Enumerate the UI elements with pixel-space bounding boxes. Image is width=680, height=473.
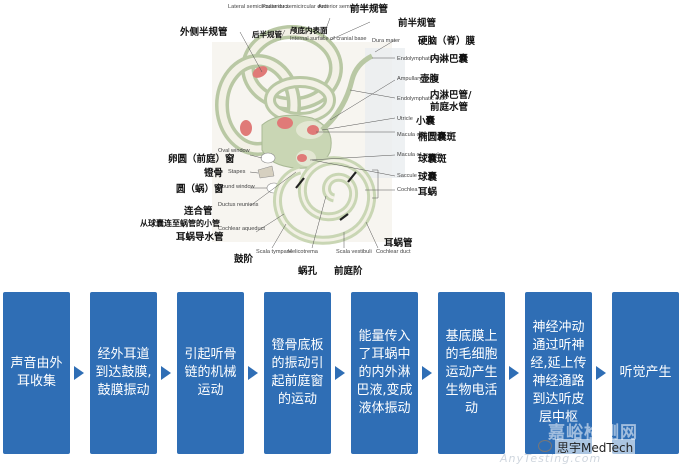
- step-7-box: 神经冲动通过听神经,延上传神经通路到达听皮层中枢: [525, 292, 592, 454]
- watermark-account: 思宇MedTech: [555, 439, 636, 456]
- label-en-anterior: Anterior semicircular duct: [318, 4, 382, 10]
- ampulla-2: [240, 120, 252, 136]
- ampulla-4: [307, 125, 319, 135]
- label-en-ampullary: Ampullary crests: [397, 76, 439, 82]
- label-cn-anterior-right: 前半规管: [398, 17, 437, 29]
- step-3-text: 引起听骨链的机械运动: [184, 347, 237, 398]
- label-en-cochlear-duct: Cochlear duct: [376, 249, 411, 255]
- step-3-box: 引起听骨链的机械运动: [177, 292, 244, 454]
- label-cn-oval: 卵圆（前庭）窗: [168, 153, 235, 165]
- label-en-scala-tympani: Scala tympani: [256, 249, 291, 255]
- chinese-labels: 外侧半规管 后半规管 颅底内表面 前半规管 前半规管 硬脑（脊）膜 内淋巴囊 壶…: [140, 3, 476, 277]
- step-4-text: 镫骨底板的振动引起前庭窗的运动: [271, 338, 324, 407]
- watermark-site: AnyTesting.com: [500, 452, 602, 465]
- label-en-stapes: Stapes: [228, 169, 246, 175]
- label-cn-macula-saccule: 球囊斑: [418, 153, 447, 165]
- label-cn-round: 圆（蜗）窗: [176, 183, 224, 195]
- label-en-dura: Dura mater: [372, 38, 400, 44]
- label-cn-endo-duct-1: 内淋巴管/: [430, 89, 472, 101]
- label-cn-saccule: 球囊: [418, 171, 438, 183]
- label-en-utricle: Utricle: [397, 116, 413, 122]
- label-cn-aqueduct: 耳蜗导水管: [176, 231, 224, 243]
- step-6-text: 基底膜上的毛细胞运动产生生物电活动: [445, 329, 498, 416]
- english-labels: Lateral semicircular duct Posterior semi…: [218, 4, 446, 255]
- arrow-2: [161, 366, 171, 380]
- label-cn-dura: 硬脑（脊）膜: [418, 35, 476, 47]
- watermark-cn: 嘉峪检测网: [548, 423, 638, 443]
- step-5-text: 能量传入了耳蜗中的内外淋巴液,变成液体振动: [356, 329, 413, 416]
- label-en-endo-sac: Endolymphatic sac: [397, 56, 444, 62]
- label-en-scala-vestibuli: Scala vestibuli: [336, 249, 372, 255]
- arrow-4: [335, 366, 345, 380]
- ampulla-5: [297, 154, 307, 162]
- label-cn-lateral: 外侧半规管: [179, 26, 228, 38]
- label-cn-macula-utricle: 椭圆囊斑: [418, 131, 457, 143]
- cranial-base-panel: [365, 48, 405, 178]
- step-2-text: 经外耳道到达鼓膜,鼓膜振动: [95, 347, 152, 398]
- step-1-text: 声音由外耳收集: [10, 356, 63, 389]
- label-en-lateral: Lateral semicircular duct: [228, 4, 289, 10]
- label-cn-ampulla: 壶腹: [420, 73, 440, 85]
- semicircular-canals: [215, 25, 343, 156]
- label-cn-reuniens-sub: 从球囊连至蜗管的小管: [140, 218, 220, 228]
- label-cn-posterior: 后半规管: [252, 29, 282, 39]
- label-cn-scala-tympani: 鼓阶: [234, 253, 254, 265]
- leader-lines: [239, 17, 396, 249]
- cochlea-spiral: [272, 156, 377, 245]
- step-4-box: 镫骨底板的振动引起前庭窗的运动: [264, 292, 331, 454]
- label-cn-endo-sac: 内淋巴囊: [430, 53, 469, 65]
- label-cn-utricle: 小囊: [415, 115, 436, 127]
- step-7-text: 神经冲动通过听神经,延上传神经通路到达听皮层中枢: [530, 320, 587, 425]
- wechat-icon: [538, 440, 552, 452]
- inner-ear-diagram: Lateral semicircular duct Posterior semi…: [140, 3, 476, 277]
- label-cn-scala-vestibuli: 前庭阶: [334, 265, 363, 277]
- stapes-shape: [257, 165, 275, 179]
- label-cn-anterior-top: 前半规管: [350, 3, 389, 15]
- hearing-process-flow: 声音由外耳收集 经外耳道到达鼓膜,鼓膜振动 引起听骨链的机械运动 镫骨底板的振动…: [0, 286, 680, 473]
- label-en-helicotrema: Helicotrema: [288, 249, 319, 255]
- step-2-box: 经外耳道到达鼓膜,鼓膜振动: [90, 292, 157, 454]
- label-en-cranial: Internal surface of cranial base: [290, 36, 367, 42]
- label-cn-stapes: 镫骨: [204, 167, 223, 179]
- label-en-aqueduct: Cochlear aqueduct: [218, 226, 265, 232]
- label-en-posterior: Posterior semicircular duct: [262, 4, 328, 10]
- oval-window-shape: [260, 152, 276, 164]
- label-cn-helicotrema: 蜗孔: [298, 265, 318, 277]
- arrow-5: [422, 366, 432, 380]
- step-8-box: 听觉产生: [612, 292, 679, 454]
- label-en-round: Round window: [218, 184, 256, 190]
- step-1-box: 声音由外耳收集: [3, 292, 70, 454]
- label-en-macula-saccule: Macula of saccule: [397, 152, 442, 158]
- label-en-endo-duct: Endolymphatic duct: [397, 96, 446, 102]
- label-en-saccule: Saccule: [397, 173, 417, 179]
- label-cn-cranial: 颅底内表面: [290, 25, 328, 35]
- step-8-text: 听觉产生: [619, 365, 672, 380]
- label-en-reuniens: Ductus reuniens: [218, 202, 259, 208]
- arrow-1: [74, 366, 84, 380]
- label-en-oval: Oval window: [218, 148, 251, 154]
- arrow-3: [248, 366, 258, 380]
- ampulla-1: [252, 66, 268, 78]
- posterior-canal-lumen: [218, 57, 298, 153]
- ampulla-3: [277, 117, 293, 129]
- arrow-7: [596, 366, 606, 380]
- label-cn-endo-duct-2: 前庭水管: [430, 101, 469, 113]
- label-cn-cochlea: 耳蜗: [418, 186, 438, 198]
- label-en-cochlea: Cochlea: [397, 187, 418, 193]
- label-cn-reuniens: 连合管: [184, 205, 213, 217]
- step-6-box: 基底膜上的毛细胞运动产生生物电活动: [438, 292, 505, 454]
- label-en-macula-utricle: Macula of utricle: [397, 132, 438, 138]
- step-5-box: 能量传入了耳蜗中的内外淋巴液,变成液体振动: [351, 292, 418, 454]
- label-cn-cochlear-duct: 耳蜗管: [384, 237, 413, 249]
- arrow-6: [509, 366, 519, 380]
